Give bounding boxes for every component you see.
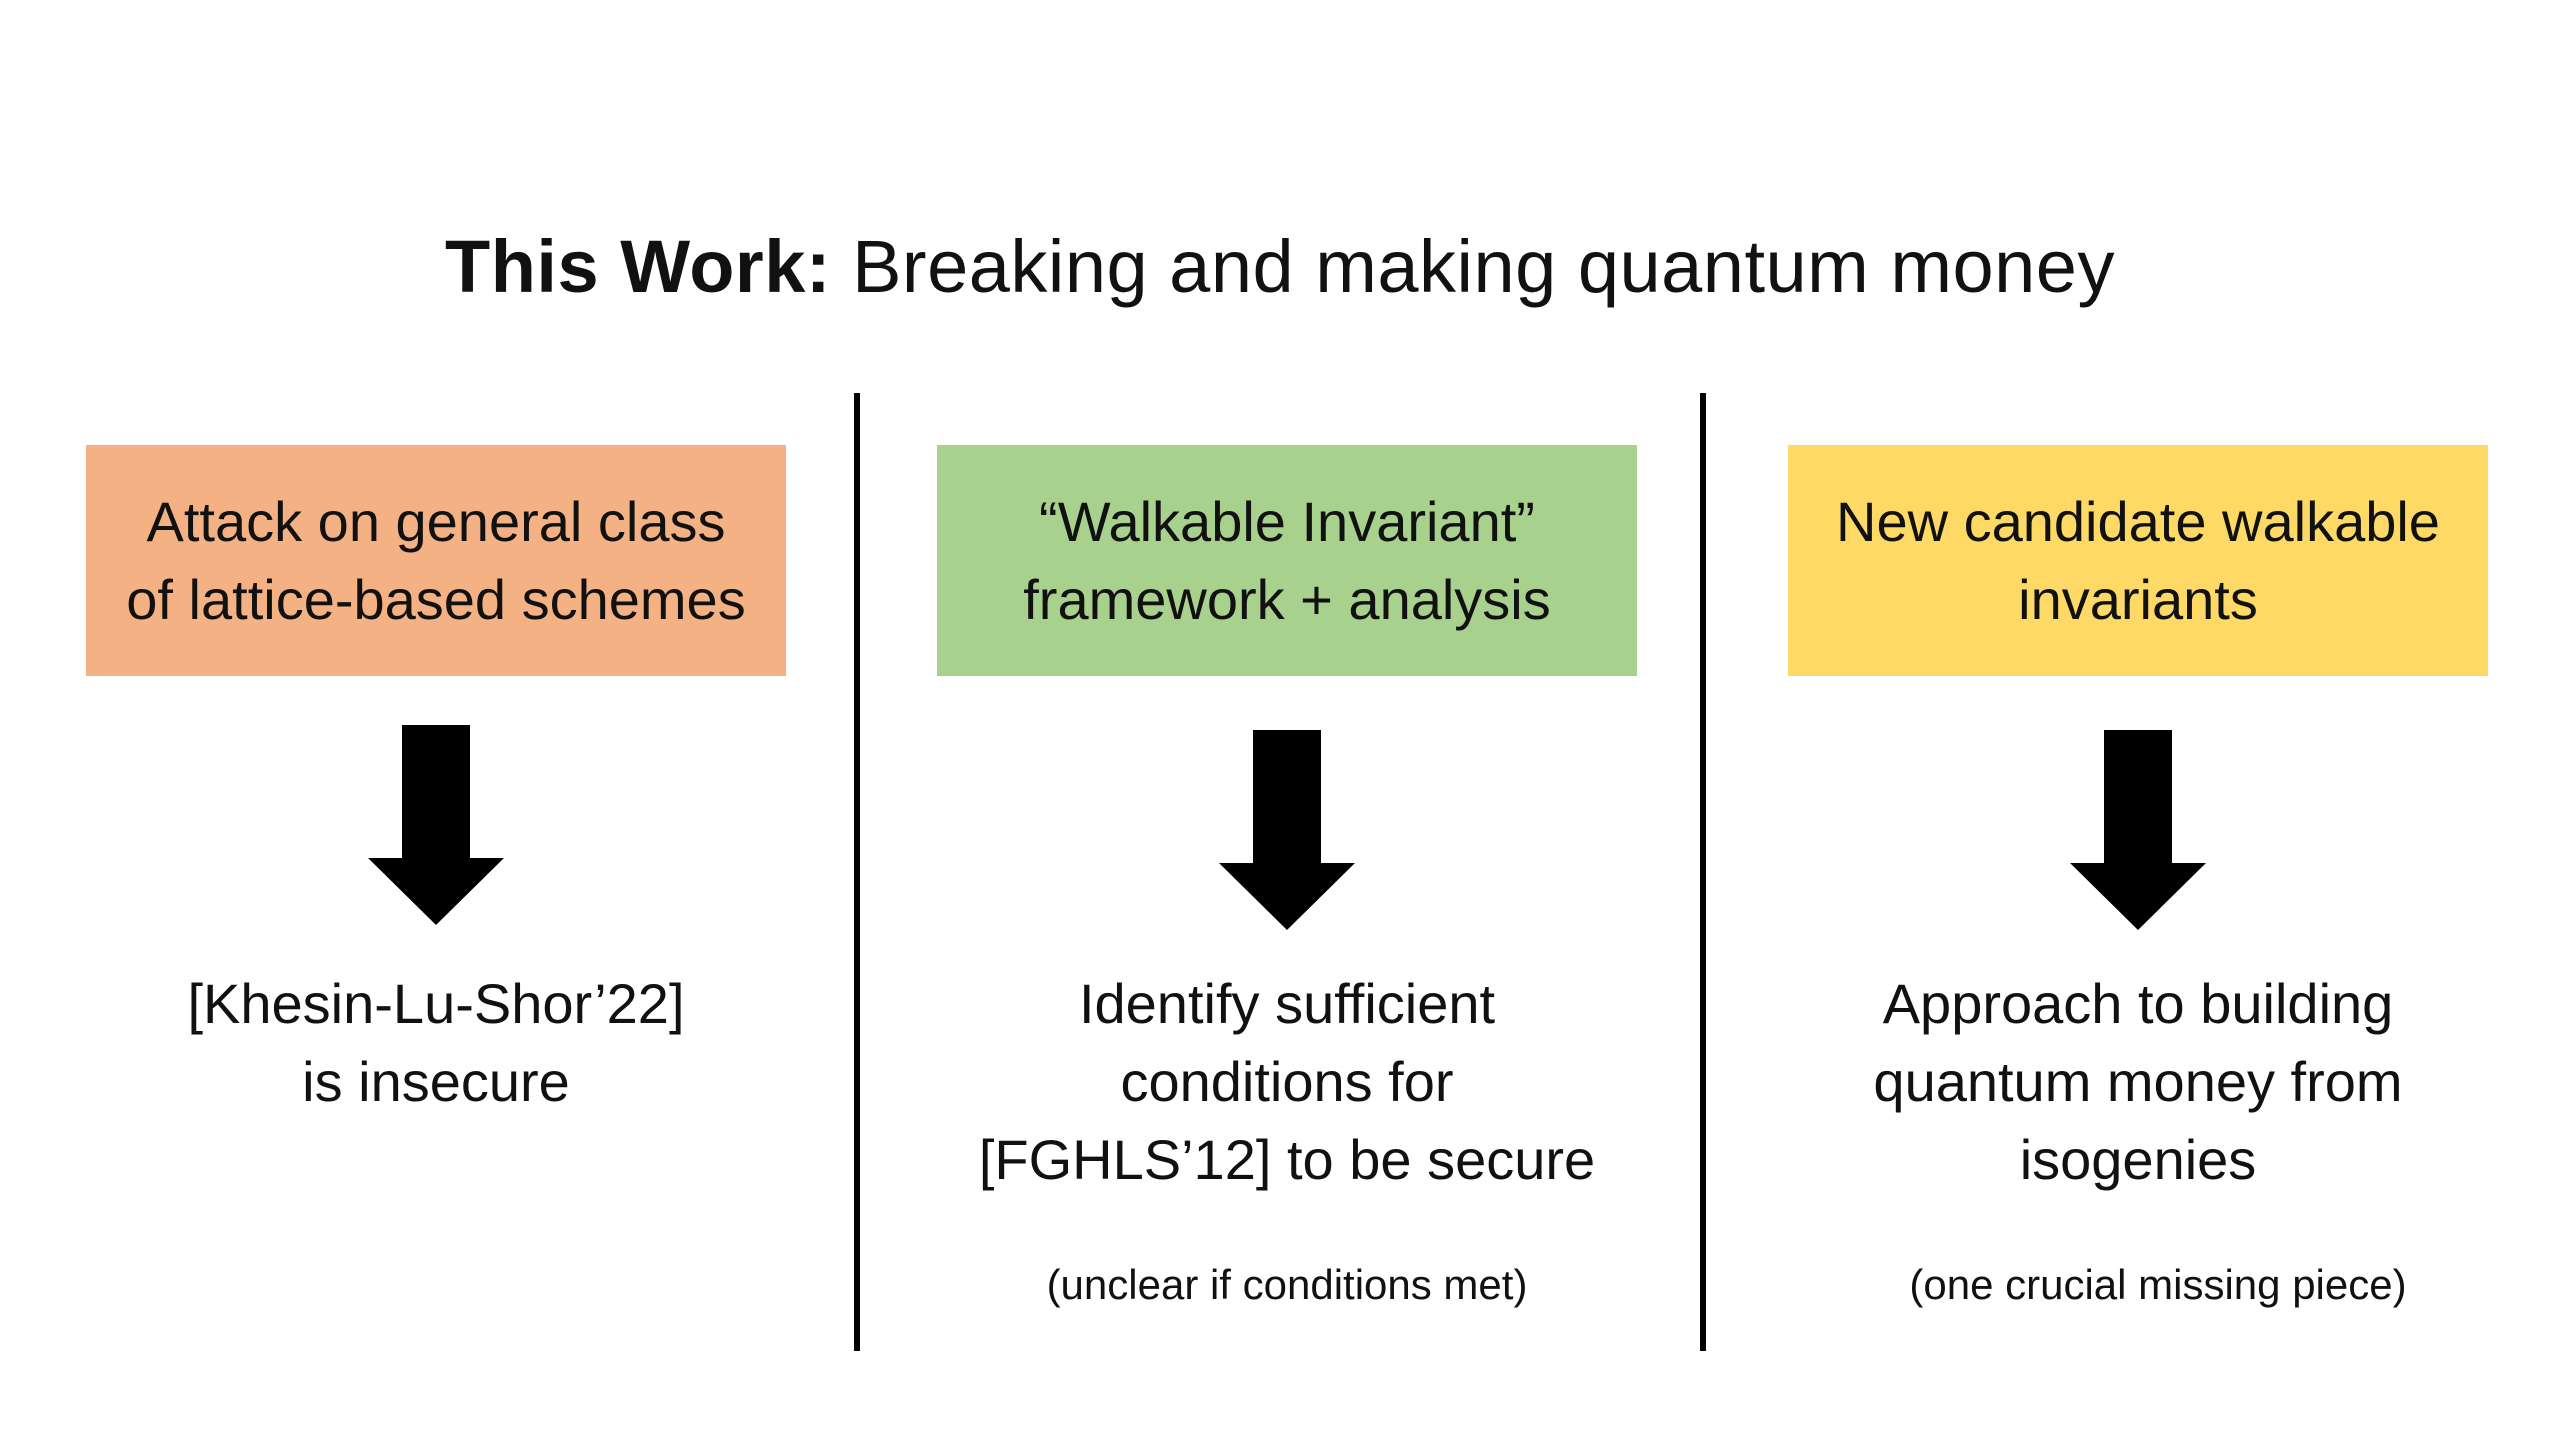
candidates-outcome-line-3: isogenies xyxy=(2019,1128,2257,1191)
column-framework: “Walkable Invariant” framework + analysi… xyxy=(937,445,1637,1345)
column-attack: Attack on general class of lattice-based… xyxy=(86,445,786,1345)
down-arrow-icon xyxy=(2070,730,2206,930)
framework-outcome-line-2: conditions for xyxy=(1120,1050,1454,1113)
attack-box-line-1: Attack on general class xyxy=(146,489,726,553)
candidates-box: New candidate walkable invariants xyxy=(1788,445,2488,676)
column-candidates: New candidate walkable invariants Approa… xyxy=(1788,445,2488,1345)
framework-outcome-line-3: [FGHLS’12] to be secure xyxy=(978,1128,1596,1191)
attack-outcome-line-1: [Khesin-Lu-Shor’22] xyxy=(187,972,685,1035)
candidates-box-line-1: New candidate walkable xyxy=(1836,489,2440,553)
framework-outcome: Identify sufficient conditions for [FGHL… xyxy=(937,965,1637,1199)
slide-title: This Work: Breaking and making quantum m… xyxy=(0,222,2560,312)
attack-outcome: [Khesin-Lu-Shor’22] is insecure xyxy=(86,965,786,1121)
candidates-outcome-line-1: Approach to building xyxy=(1882,972,2394,1035)
candidates-outcome: Approach to building quantum money from … xyxy=(1788,965,2488,1199)
column-divider-left xyxy=(854,393,860,1351)
slide-title-bold: This Work: xyxy=(445,225,831,308)
candidates-outcome-line-2: quantum money from xyxy=(1873,1050,2403,1113)
framework-box-line-1: “Walkable Invariant” xyxy=(1039,489,1535,553)
down-arrow-icon xyxy=(368,725,504,925)
attack-outcome-line-2: is insecure xyxy=(302,1050,570,1113)
framework-box: “Walkable Invariant” framework + analysi… xyxy=(937,445,1637,676)
down-arrow-icon xyxy=(1219,730,1355,930)
attack-box-line-2: of lattice-based schemes xyxy=(126,567,746,631)
framework-outcome-line-1: Identify sufficient xyxy=(1078,972,1496,1035)
slide-title-rest: Breaking and making quantum money xyxy=(852,225,2115,308)
framework-note: (unclear if conditions met) xyxy=(1046,1261,1528,1308)
framework-box-line-2: framework + analysis xyxy=(1023,567,1551,631)
attack-box: Attack on general class of lattice-based… xyxy=(86,445,786,676)
candidates-box-line-2: invariants xyxy=(2018,567,2258,631)
candidates-note: (one crucial missing piece) xyxy=(1909,1261,2407,1308)
column-divider-right xyxy=(1700,393,1706,1351)
